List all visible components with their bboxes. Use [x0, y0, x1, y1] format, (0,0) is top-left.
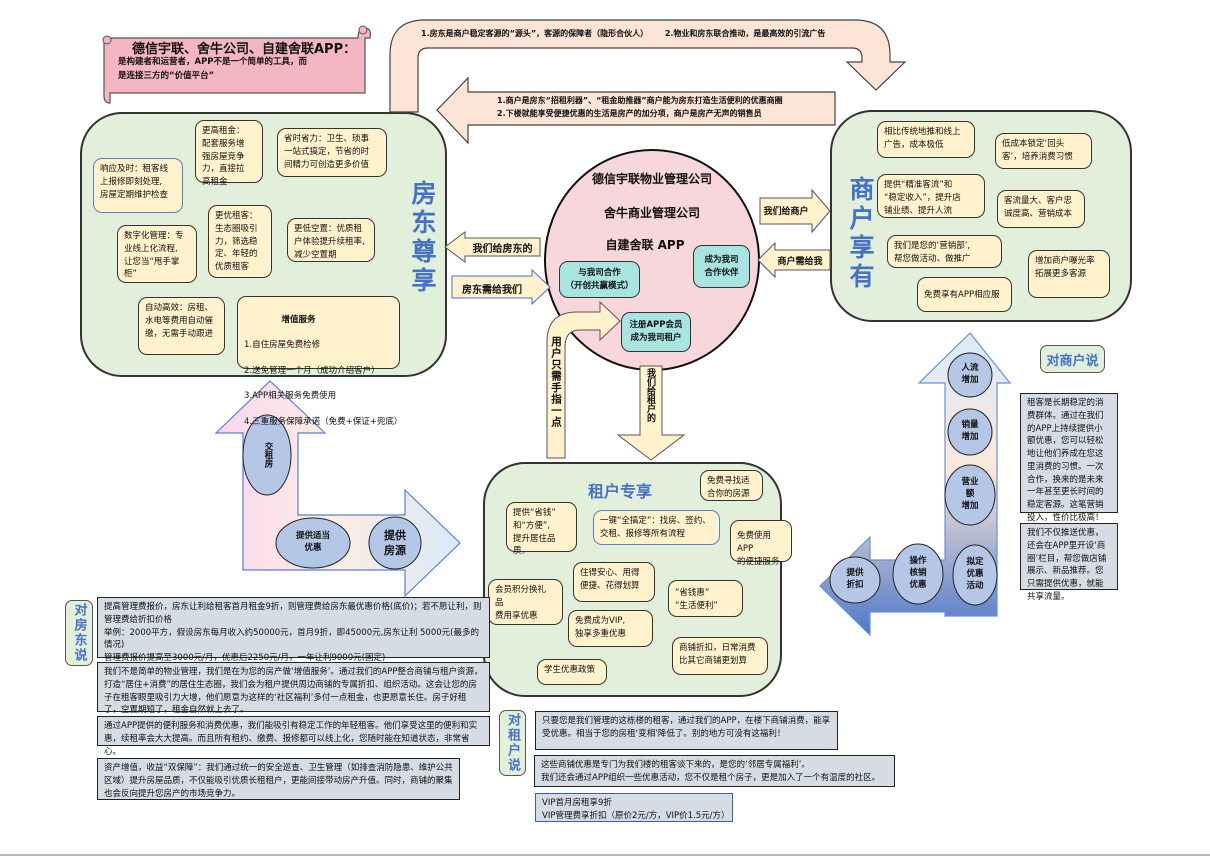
landlord-card-auto: 自动高效：房租、 水电等费用自动催 缴，无需手动跟进	[138, 297, 225, 355]
merchant-card: 我们是您的‘营销部’, 帮您做活动、做推广	[887, 235, 1002, 268]
to-tenant-arrow	[616, 365, 686, 461]
tenant-title: 租户专享	[587, 482, 652, 501]
merchant-flow-redeem: 操作 核销 优惠	[909, 556, 927, 590]
flow-node	[944, 464, 996, 526]
tenant-card: 商铺折扣，日常消费 比其它商铺更划算	[672, 637, 768, 675]
to-merchant-label: 我们给商户	[763, 207, 809, 217]
flow-node	[947, 352, 993, 398]
tenant-card: 住得安心、用得 便捷、花得划算	[573, 562, 655, 602]
tenant-card: 学生优惠政策	[537, 659, 607, 685]
talk-merchant-paragraph: 租客是长期稳定的消费群体。通过在我们的APP上持续提供小额优惠，您可以轻松地让他…	[1020, 393, 1118, 523]
top-curved-arrow	[389, 19, 907, 113]
merchant-card: 免费享有APP相应服	[917, 277, 1012, 312]
landlord-card-save-time: 省时省力：卫生、琐事 一站式搞定，节省的时 间精力可创造更多价值	[277, 128, 387, 177]
to-landlord-label: 我们给房东的	[472, 244, 533, 255]
talk-tenant-paragraph: 这些商铺优惠是专门为我们楼的租客谈下来的，是您的‘邻居专属福利’。 我们还会通过…	[534, 755, 895, 787]
flow-node	[952, 544, 998, 606]
value-added-item: 3.APP相关服务免费使用	[244, 391, 337, 402]
merchant-card: 提供“精准客流”和 “稳定收入”，提升店 铺业绩、提升人流	[877, 174, 985, 218]
merchant-card: 增加商户曝光率 拓展更多客源	[1028, 250, 1110, 298]
merchant-flow-sales: 销量 增加	[961, 420, 979, 442]
tenant-card: 免费寻找适 合你的房源	[700, 470, 763, 501]
merchant-card: 相比传统地推和线上 广告，成本极低	[877, 121, 975, 158]
return-arrow-line-1: 1.商户是房东“招租利器”、“租金助推器”商户能为房东打造生活便利的优惠商圈	[497, 96, 783, 105]
talk-landlord-label: 对房东说	[65, 600, 93, 666]
to-tenant-label: 我们给租户的	[645, 368, 655, 422]
merchant-flow-plan-promo: 拟定 优惠 活动	[966, 557, 984, 591]
to-landlord-arrow	[444, 231, 541, 263]
tenant-card: “省钱惠” “生活便利”	[668, 580, 743, 617]
value-added-item: 1.自住房屋免费检修	[244, 340, 321, 351]
flow-node	[368, 516, 422, 570]
user-tap-label: 用户只需手指一点	[550, 336, 562, 428]
landlord-flow-discount: 提供适当 优惠	[295, 531, 330, 553]
talk-tenant-paragraph: 只要您是我们管理的这栋楼的租客，通过我们的APP，在楼下商铺消费，能享受优惠。相…	[535, 711, 838, 750]
talk-landlord-paragraph: 我们不是简单的物业管理，我们是在为您的房产做‘增值服务’。通过我们的APP整合商…	[97, 662, 490, 715]
to-merchant-arrow	[759, 188, 831, 234]
merchant-flow-discount: 提供 折扣	[846, 568, 864, 590]
from-landlord-arrow	[451, 268, 551, 306]
merchant-card: 低成本锁定‘回头 客’，培养消费习惯	[995, 133, 1092, 169]
tenant-card: 提供“省钱” 和“方便”, 提升居住品质。	[506, 502, 577, 556]
from-merchant-label: 商户需给我	[777, 257, 823, 267]
tenant-card: 会员积分换礼 品 费用享优惠	[488, 579, 563, 625]
return-arrow	[436, 76, 836, 145]
company-property: 德信宇联物业管理公司	[591, 172, 712, 186]
landlord-card-response: 响应及时：租客线 上报修即刻处理, 房屋定期维护检查	[93, 158, 183, 213]
merchant-title: 商户享有	[846, 176, 875, 292]
value-added-item: 2.送免管理一个月（成功介绍客户）	[244, 365, 380, 376]
tenant-card: 免费使用APP 的便捷服务	[730, 520, 792, 567]
talk-merchant-label: 对商户说	[1040, 345, 1105, 373]
flow-node	[275, 517, 351, 569]
talk-landlord-paragraph: 通过APP提供的便利服务和消费优惠，我们能吸引有稳定工作的年轻租客。他们享受这里…	[97, 716, 490, 757]
merchant-flow-traffic: 人流 增加	[961, 363, 979, 385]
tenant-card: 免费成为VIP, 独享多重优惠	[568, 610, 653, 647]
landlord-flow-rent: 交租房	[262, 442, 273, 468]
talk-tenant-label: 对租户说	[499, 710, 526, 776]
register-box[interactable]: 注册APP会员 成为我司租户	[621, 312, 691, 352]
merchant-flow-revenue: 营业 额 增加	[961, 477, 979, 511]
banner-title: 德信宇联、舍牛公司、自建舍联APP：	[132, 42, 357, 57]
flow-node	[947, 408, 993, 456]
cooperate-box[interactable]: 与我司合作 （开创共赢模式）	[559, 261, 640, 298]
landlord-card-better-tenants: 更优租客： 生态圈吸引 力，筛选稳 定、年轻的 优质租客	[208, 205, 272, 278]
flow-node	[892, 543, 944, 605]
landlord-flow-listings: 提供 房源	[384, 528, 406, 557]
talk-merchant-paragraph: 我们不仅推送优惠，还会在APP里开设‘商圈’栏目，帮您做店铺展示、新品推荐。您只…	[1020, 523, 1118, 602]
from-landlord-label: 房东需给我们	[462, 285, 522, 296]
landlord-title: 房东尊享	[408, 180, 437, 296]
landlord-card-digital: 数字化管理：专 业线上化流程, 让您当“甩手掌 柜”	[117, 225, 197, 283]
landlord-card-higher-rent: 更高租金： 配套服务增 强房屋竞争 力，直接拉 高租金	[195, 120, 263, 187]
top-arrow-text: 1.房东是商户稳定客源的“源头”，客源的保障者（隐形合伙人） 2.物业和房东联合…	[421, 29, 826, 38]
company-commerce: 舍牛商业管理公司	[603, 206, 700, 220]
value-added-item: 4.三重服务保障承诺（免费+保证+兜底）	[244, 416, 403, 427]
from-merchant-arrow	[757, 241, 831, 279]
return-arrow-line-2: 2.下楼就能享受便捷优惠的生活是房产的加分项，商户是房产无声的销售员	[497, 109, 762, 118]
landlord-card-lower-vacancy: 更低空置：优质租 户体验提升续租率, 减少空置期	[287, 218, 375, 262]
user-tap-arrow	[546, 300, 621, 459]
flow-node	[829, 556, 881, 604]
value-added-title: 增值服务	[281, 314, 316, 325]
landlord-value-added: 增值服务 1.自住房屋免费检修 2.送免管理一个月（成功介绍客户） 3.APP相…	[237, 296, 402, 427]
partner-box[interactable]: 成为我司 合作伙伴	[693, 245, 750, 288]
merchant-card: 客流量大、客户忠 诚度高、营销成本	[997, 190, 1085, 228]
talk-tenant-vip: VIP首月房租享9折 VIP管理费享折扣（原价2元/方，VIP价1.5元/方）	[535, 793, 733, 822]
banner-subtitle: 是构建者和运营者，APP不是一个简单的工具，而 是连接三方的“价值平台”	[118, 57, 308, 81]
talk-landlord-paragraph: 提高管理费报价，房东让利给租客首月租金9折，则管理费给房东最优惠价格(底价)；若…	[97, 597, 490, 663]
flow-node	[242, 414, 292, 496]
talk-landlord-paragraph: 资产增值，收益“双保障”：我们通过统一的安全巡查、卫生管理（如排查消防隐患、维护…	[97, 758, 460, 800]
app-name: 自建舍联 APP	[605, 238, 685, 252]
tenant-card: 一键“全搞定”：找房、签约、 交租、报修等所有流程	[593, 510, 720, 545]
banner-scroll	[102, 25, 372, 104]
